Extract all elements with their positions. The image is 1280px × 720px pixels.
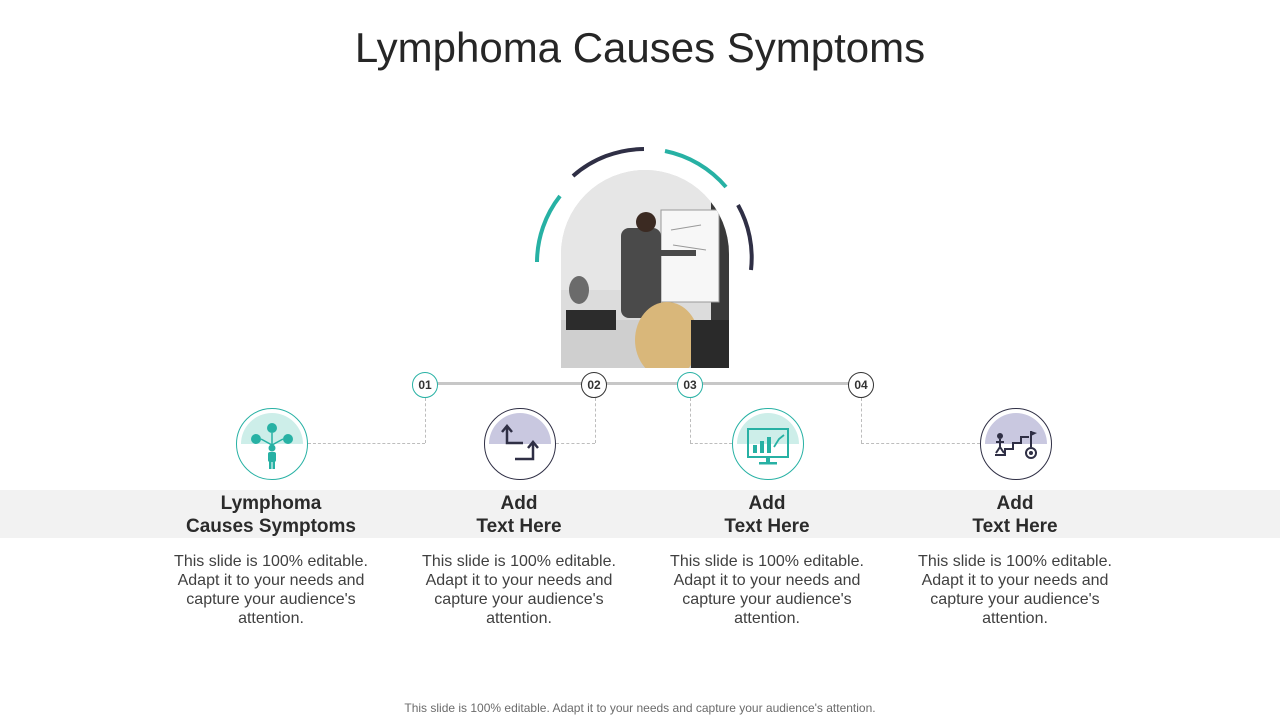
step-number-02: 02 — [581, 372, 607, 398]
step-description-02: This slide is 100% editable. Adapt it to… — [422, 553, 616, 627]
presentation-photo — [561, 170, 729, 368]
connector — [861, 443, 980, 444]
arc-decoration — [535, 147, 754, 271]
connector — [861, 398, 862, 443]
heading-line: Lymphoma — [220, 493, 322, 514]
connector — [690, 443, 732, 444]
step-heading-04: Add Text Here — [905, 492, 1125, 538]
timeline-line — [425, 382, 861, 385]
step-description-03: This slide is 100% editable. Adapt it to… — [670, 553, 864, 627]
monitor-chart-icon — [732, 408, 804, 480]
stairs-goal-icon — [980, 408, 1052, 480]
step-number-03: 03 — [677, 372, 703, 398]
heading-line: Text Here — [476, 516, 562, 537]
connector — [308, 443, 425, 444]
step-description-04: This slide is 100% editable. Adapt it to… — [918, 553, 1112, 627]
step-heading-02: Add Text Here — [409, 492, 629, 538]
step-number-04: 04 — [848, 372, 874, 398]
swap-arrows-icon — [484, 408, 556, 480]
heading-line: Text Here — [724, 516, 810, 537]
person-network-icon — [236, 408, 308, 480]
connector — [595, 398, 596, 443]
step-number-01: 01 — [412, 372, 438, 398]
heading-line: Add — [996, 493, 1034, 514]
heading-line: Text Here — [972, 516, 1058, 537]
step-heading-03: Add Text Here — [657, 492, 877, 538]
footer-note: This slide is 100% editable. Adapt it to… — [404, 701, 876, 715]
heading-line: Add — [748, 493, 786, 514]
step-heading-01: Lymphoma Causes Symptoms — [161, 492, 381, 538]
heading-line: Causes Symptoms — [185, 516, 356, 537]
heading-line: Add — [500, 493, 538, 514]
step-description-01: This slide is 100% editable. Adapt it to… — [174, 553, 368, 627]
connector — [425, 398, 426, 443]
connector — [690, 398, 691, 443]
heading-band — [0, 490, 1280, 538]
connector — [556, 443, 595, 444]
slide-title: Lymphoma Causes Symptoms — [354, 24, 926, 71]
